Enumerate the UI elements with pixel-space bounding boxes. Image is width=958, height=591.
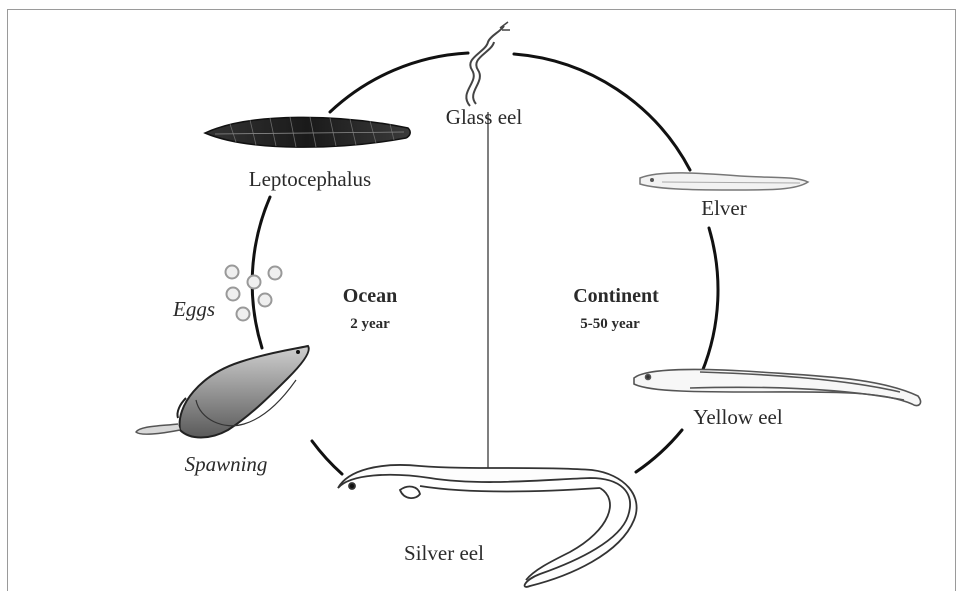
elver-label: Elver [701, 196, 746, 220]
egg [227, 288, 240, 301]
arc-left [252, 197, 270, 348]
arc-top-left [330, 53, 468, 112]
continent-label: Continent [573, 285, 659, 307]
arc-right [702, 228, 718, 372]
ocean-label: Ocean [343, 285, 397, 307]
yellow-eel-label: Yellow eel [693, 405, 783, 429]
silver-eel-illustration [338, 465, 637, 587]
glass-eel-label: Glass eel [446, 105, 523, 129]
arc-bottom-right [636, 430, 682, 472]
arc-top-right [514, 54, 690, 170]
continent-duration: 5-50 year [580, 316, 640, 332]
eggs-label: Eggs [172, 297, 215, 321]
arc-bottom-left [312, 441, 342, 474]
yellow-eel-illustration [634, 370, 920, 406]
egg [226, 266, 239, 279]
leptocephalus-illustration [205, 117, 410, 147]
egg [248, 276, 261, 289]
glass-eel-illustration [466, 22, 510, 106]
ocean-duration: 2 year [350, 316, 390, 332]
egg [237, 308, 250, 321]
spawning-eel-illustration [136, 346, 309, 438]
egg [269, 267, 282, 280]
elver-illustration [640, 173, 808, 190]
spawning-label: Spawning [185, 452, 268, 476]
leptocephalus-label: Leptocephalus [249, 167, 371, 191]
silver-eel-label: Silver eel [404, 541, 484, 565]
egg [259, 294, 272, 307]
